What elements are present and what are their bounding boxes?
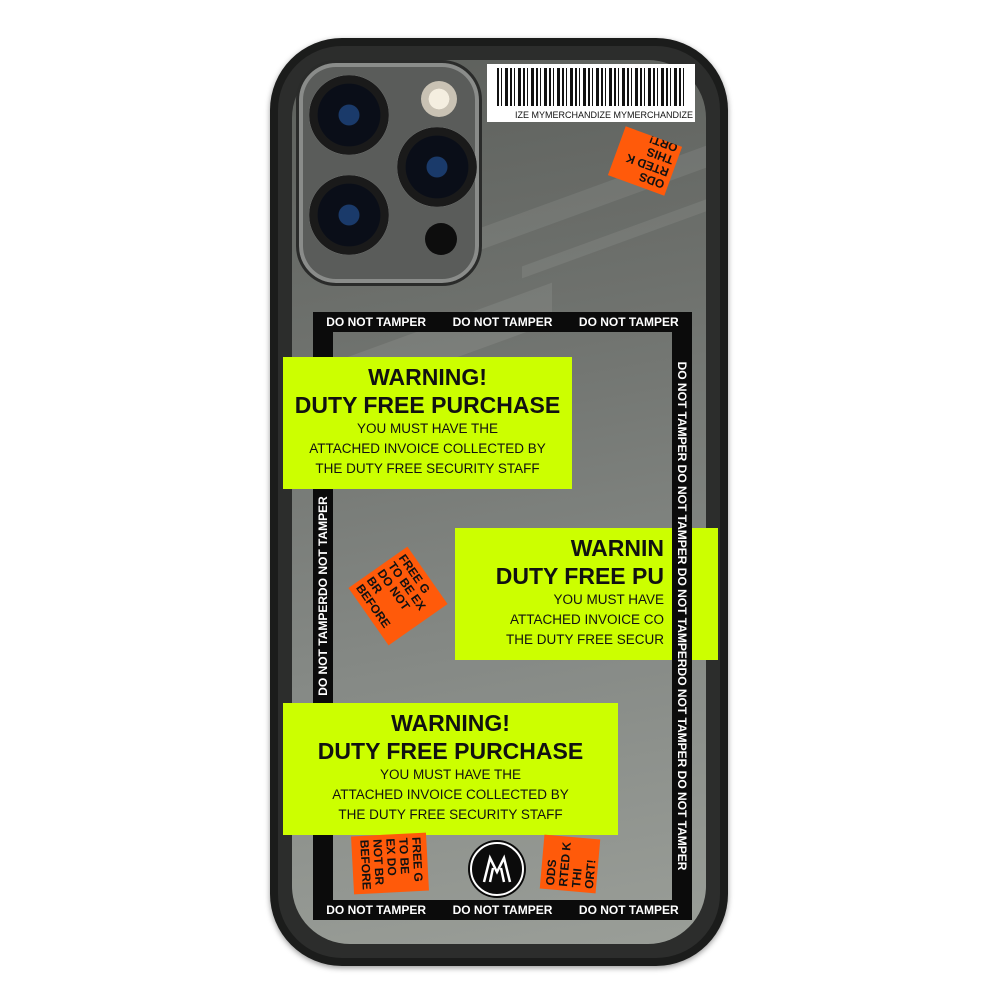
camera-lens [397, 127, 477, 207]
barcode-bars [497, 68, 687, 106]
lidar-sensor [425, 223, 457, 255]
tape-text: DO NOT TAMPERDO NOT TAMPER [316, 496, 330, 696]
tape-text: DO NOT TAMPER [578, 903, 679, 917]
tape-top: DO NOT TAMPER DO NOT TAMPER DO NOT TAMPE… [313, 312, 692, 332]
warning-label: WARNING! DUTY FREE PURCHASE YOU MUST HAV… [283, 703, 618, 835]
label-text: ATTACHED INVOICE CO [509, 612, 664, 627]
tape-text: DO NOT TAMPER [452, 903, 553, 917]
label-text: YOU MUST HAVE THE [356, 421, 499, 436]
logo-mark-icon [482, 854, 512, 883]
tape-text: DO NOT TAMPER DO NOT TAMPER DO NOT TAMPE… [675, 361, 689, 871]
tape-text: DO NOT TAMPER [326, 903, 427, 917]
label-text: YOU MUST HAVE THE [379, 767, 522, 782]
label-subtitle: DUTY FREE PURCHASE [317, 738, 584, 764]
tape-text: DO NOT TAMPER [452, 315, 553, 329]
tape-bottom: DO NOT TAMPER DO NOT TAMPER DO NOT TAMPE… [313, 900, 692, 920]
camera-lens [309, 75, 389, 155]
tape-text: DO NOT TAMPER [578, 315, 679, 329]
camera-module [296, 60, 482, 286]
label-title: WARNIN [570, 535, 664, 561]
brand-logo [470, 842, 524, 896]
label-text: ATTACHED INVOICE COLLECTED BY [332, 787, 569, 802]
label-text: THE DUTY FREE SECUR [505, 632, 664, 647]
barcode-text: IZE MYMERCHANDIZE MYMERCHANDIZE [514, 110, 693, 120]
label-text: ATTACHED INVOICE COLLECTED BY [309, 441, 546, 456]
camera-lens [309, 175, 389, 255]
label-text: THE DUTY FREE SECURITY STAFF [315, 461, 540, 476]
label-text: THE DUTY FREE SECURITY STAFF [338, 807, 563, 822]
label-subtitle: DUTY FREE PU [495, 563, 664, 589]
warning-label: WARNING! DUTY FREE PURCHASE YOU MUST HAV… [283, 357, 572, 489]
label-text: YOU MUST HAVE [553, 592, 664, 607]
tape-text: DO NOT TAMPER [326, 315, 427, 329]
label-title: WARNING! [391, 710, 510, 736]
label-title: WARNING! [368, 364, 487, 390]
barcode: IZE MYMERCHANDIZE MYMERCHANDIZE [487, 64, 695, 122]
orange-sticker: FREE G TO BE EX DO NOT BR BEFORE [351, 832, 429, 895]
tape-right: DO NOT TAMPER DO NOT TAMPER DO NOT TAMPE… [672, 332, 692, 900]
label-subtitle: DUTY FREE PURCHASE [294, 392, 561, 418]
orange-sticker: ODS RTED K THI ORT! [539, 834, 601, 894]
flash-icon [421, 81, 457, 117]
